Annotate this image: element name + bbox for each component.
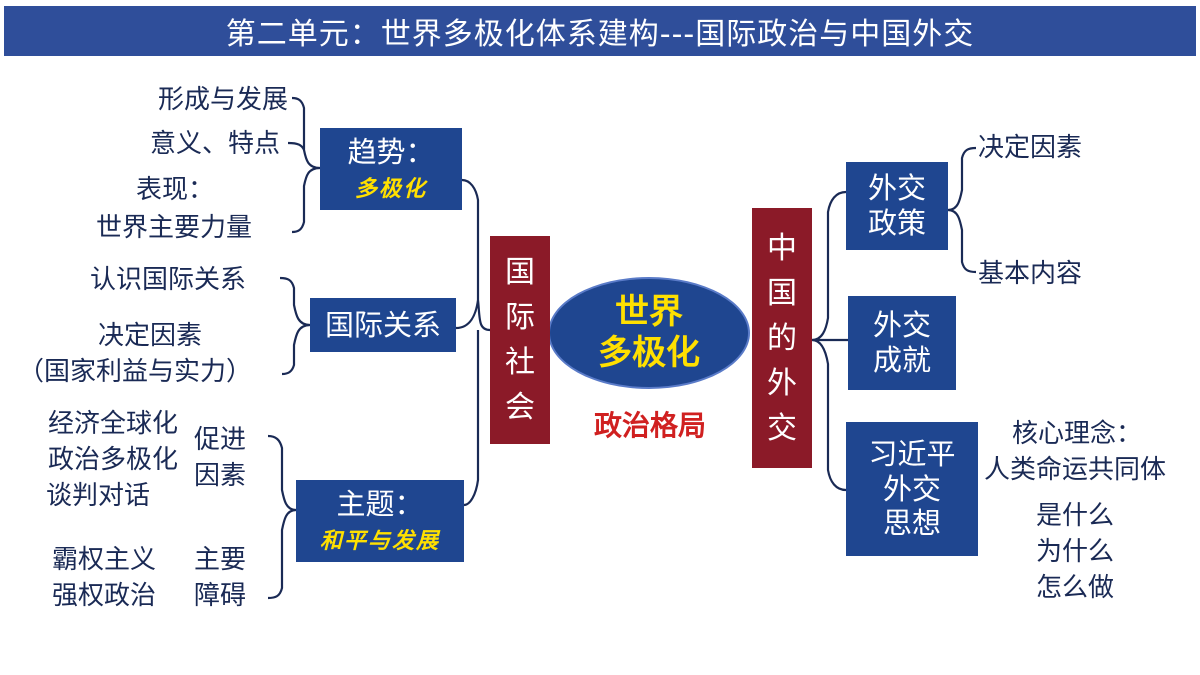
connector-hub-right bbox=[811, 190, 848, 492]
promote-label: 因素 bbox=[194, 461, 247, 491]
promote-item: 谈判对话 bbox=[46, 481, 151, 511]
relations-detail: 决定因素 bbox=[98, 321, 203, 351]
theme-highlight: 和平与发展 bbox=[319, 528, 440, 555]
trend-highlight: 多极化 bbox=[354, 176, 427, 203]
center-node: 世界 多极化 bbox=[548, 277, 750, 389]
achievement-line: 外交 bbox=[872, 308, 931, 343]
thought-question: 为什么 bbox=[1036, 537, 1115, 567]
connector-policy bbox=[947, 146, 977, 274]
hub-left-char: 国 bbox=[505, 255, 535, 290]
obstacle-label: 主要 bbox=[194, 545, 247, 575]
hub-china-diplomacy: 中 国 的 外 交 bbox=[752, 208, 812, 468]
policy-line: 政策 bbox=[867, 206, 926, 240]
trend-detail: 意义、特点 bbox=[149, 129, 280, 159]
thought-line: 习近平 bbox=[868, 436, 956, 471]
thought-core-label: 核心理念： bbox=[1012, 419, 1143, 449]
trend-detail: 形成与发展 bbox=[157, 85, 288, 115]
hub-international-society: 国 际 社 会 bbox=[490, 236, 550, 444]
center-line1: 世界 bbox=[615, 292, 683, 333]
hub-right-char: 的 bbox=[767, 320, 797, 356]
connector-trend bbox=[287, 96, 321, 234]
relations-detail: 认识国际关系 bbox=[90, 265, 247, 295]
connector-hub-left bbox=[455, 178, 491, 507]
hub-left-char: 会 bbox=[505, 390, 535, 425]
hub-right-char: 国 bbox=[767, 275, 797, 311]
theme-box: 主题： 和平与发展 bbox=[296, 480, 464, 562]
promote-item: 政治多极化 bbox=[47, 445, 178, 475]
page-title: 第二单元：世界多极化体系建构---国际政治与中国外交 bbox=[4, 6, 1196, 56]
theme-label: 主题： bbox=[336, 486, 424, 521]
achievement-line: 成就 bbox=[872, 343, 931, 377]
obstacle-label: 障碍 bbox=[194, 581, 247, 611]
relations-box: 国际关系 bbox=[310, 298, 456, 352]
thought-question: 是什么 bbox=[1036, 501, 1115, 531]
thought-core-value: 人类命运共同体 bbox=[984, 455, 1167, 485]
obstacle-item: 强权政治 bbox=[52, 581, 157, 611]
trend-box: 趋势： 多极化 bbox=[320, 128, 462, 210]
promote-item: 经济全球化 bbox=[47, 409, 178, 439]
center-line2: 多极化 bbox=[598, 333, 700, 373]
thought-line: 思想 bbox=[882, 506, 941, 541]
policy-detail: 决定因素 bbox=[978, 133, 1083, 163]
trend-detail: 世界主要力量 bbox=[96, 213, 253, 243]
hub-right-char: 外 bbox=[767, 365, 797, 401]
policy-line: 外交 bbox=[867, 171, 926, 206]
hub-right-char: 中 bbox=[767, 230, 797, 266]
obstacle-item: 霸权主义 bbox=[52, 545, 157, 575]
achievement-box: 外交 成就 bbox=[848, 296, 956, 390]
hub-left-char: 际 bbox=[505, 300, 535, 335]
connector-relations bbox=[279, 276, 311, 376]
hub-right-char: 交 bbox=[767, 410, 797, 446]
relations-detail: （国家利益与实力） bbox=[18, 357, 253, 387]
promote-label: 促进 bbox=[194, 425, 247, 455]
connector-theme bbox=[267, 434, 297, 600]
thought-line: 外交 bbox=[882, 471, 941, 506]
center-subtitle: 政治格局 bbox=[593, 409, 706, 442]
thought-question: 怎么做 bbox=[1036, 573, 1115, 603]
policy-detail: 基本内容 bbox=[978, 259, 1083, 289]
hub-left-char: 社 bbox=[505, 345, 535, 380]
relations-label: 国际关系 bbox=[324, 307, 441, 342]
trend-detail: 表现： bbox=[136, 175, 215, 205]
thought-box: 习近平 外交 思想 bbox=[846, 422, 978, 556]
policy-box: 外交 政策 bbox=[846, 162, 948, 250]
trend-label: 趋势： bbox=[347, 134, 435, 169]
